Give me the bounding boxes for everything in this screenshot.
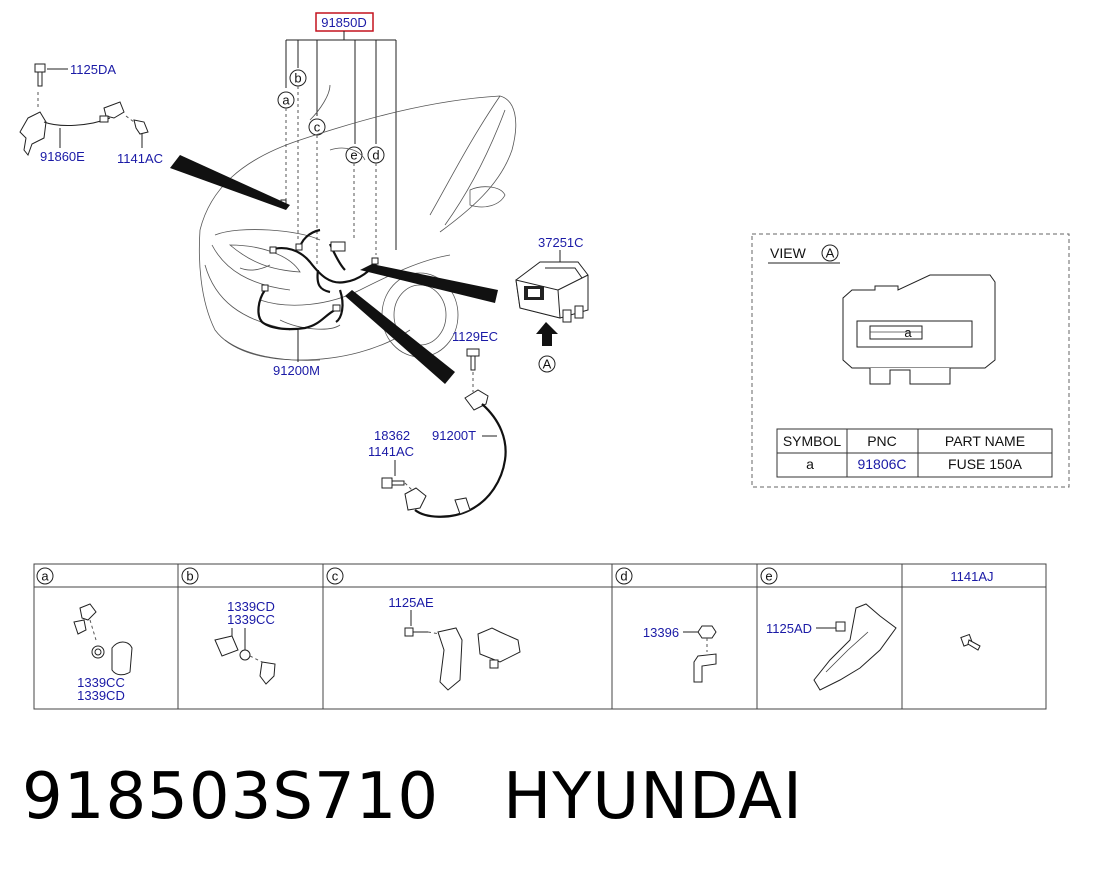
label-91860E: 91860E (40, 149, 85, 164)
circle-letter-a: a (277, 91, 295, 109)
label-a-1339CC: 1339CC (77, 675, 125, 690)
detail-header-a: a (36, 567, 54, 585)
svg-text:A: A (543, 357, 552, 372)
part-91860E[interactable] (19, 92, 125, 157)
svg-text:b: b (186, 569, 193, 584)
td-part-name: FUSE 150A (948, 456, 1023, 472)
label-e-1125AD: 1125AD (766, 621, 812, 636)
svg-text:d: d (372, 148, 379, 163)
svg-text:e: e (350, 148, 357, 163)
circle-letter-b: b (289, 69, 307, 87)
th-symbol: SYMBOL (783, 433, 842, 449)
main-callout[interactable]: 91850D (315, 12, 374, 32)
callout-91850D: 91850D (321, 15, 367, 30)
label-91200M: 91200M (273, 363, 320, 378)
detail-header-b: b (181, 567, 199, 585)
label-c-1125AE: 1125AE (388, 595, 434, 610)
label-1141AC-mid: 1141AC (368, 444, 414, 459)
detail-cell-d[interactable]: 13396 (643, 625, 717, 683)
label-1129EC: 1129EC (452, 329, 498, 344)
detail-header-d: d (615, 567, 633, 585)
view-marker-circle (821, 244, 839, 262)
detail-cell-b[interactable]: 1339CD 1339CC (214, 599, 276, 685)
bolt-1141AC-top[interactable] (125, 115, 149, 148)
th-part-name: PART NAME (945, 433, 1025, 449)
cable-91200T[interactable] (404, 389, 507, 518)
label-37251C: 37251C (538, 235, 584, 250)
label-1125DA: 1125DA (70, 62, 116, 77)
bolt-1129EC[interactable] (466, 348, 480, 392)
pointer-wedges (170, 155, 498, 384)
label-18362: 18362 (374, 428, 410, 443)
view-arrow-A: A (536, 322, 558, 373)
view-table: SYMBOL PNC PART NAME a 91806C FUSE 150A (776, 428, 1053, 478)
svg-text:a: a (41, 569, 49, 584)
svg-text:d: d (620, 569, 627, 584)
harness-91850D[interactable] (269, 199, 379, 294)
fuse-block-37251C[interactable] (515, 261, 589, 323)
detail-cell-a[interactable]: 1339CC 1339CD (73, 603, 133, 703)
td-pnc: 91806C (857, 456, 906, 472)
harness-91200M[interactable] (257, 284, 344, 331)
footer-part-number: 918503S710 (22, 760, 440, 834)
label-1141AC-top: 1141AC (117, 151, 163, 166)
bolt-1141AC-mid[interactable] (381, 477, 413, 491)
svg-text:b: b (294, 71, 301, 86)
detail-table (33, 563, 1047, 710)
label-b-1339CC: 1339CC (227, 612, 275, 627)
circle-letter-e: e (345, 146, 363, 164)
detail-cell-1141AJ[interactable] (960, 633, 981, 651)
callout-bracket (285, 31, 397, 250)
car-body-outline (198, 84, 517, 361)
detail-header-e: e (760, 567, 778, 585)
fuse-box-view: a (842, 274, 996, 385)
leader-dashes (285, 86, 377, 265)
svg-text:e: e (765, 569, 772, 584)
detail-header-c: c (326, 567, 344, 585)
footer-brand: HYUNDAI (503, 760, 803, 834)
label-b-1339CD: 1339CD (227, 599, 275, 614)
label-a-1339CD: 1339CD (77, 688, 125, 703)
svg-text:c: c (332, 569, 339, 584)
bolt-1125DA[interactable] (34, 63, 68, 87)
view-title: VIEW (770, 245, 807, 261)
th-pnc: PNC (867, 433, 897, 449)
svg-text:c: c (314, 120, 321, 135)
label-91200T: 91200T (432, 428, 476, 443)
td-symbol: a (806, 456, 814, 472)
svg-text:a: a (282, 93, 290, 108)
label-d-13396: 13396 (643, 625, 679, 640)
fuse-label-a: a (904, 325, 912, 340)
detail-cell-c[interactable]: 1125AE (388, 595, 521, 691)
detail-header-1141AJ: 1141AJ (950, 569, 993, 584)
detail-cell-e[interactable]: 1125AD (766, 603, 897, 691)
part-number-footer: 918503S710 HYUNDAI (22, 760, 803, 834)
circle-letter-d: d (367, 146, 385, 164)
view-marker-letter: A (826, 246, 835, 261)
